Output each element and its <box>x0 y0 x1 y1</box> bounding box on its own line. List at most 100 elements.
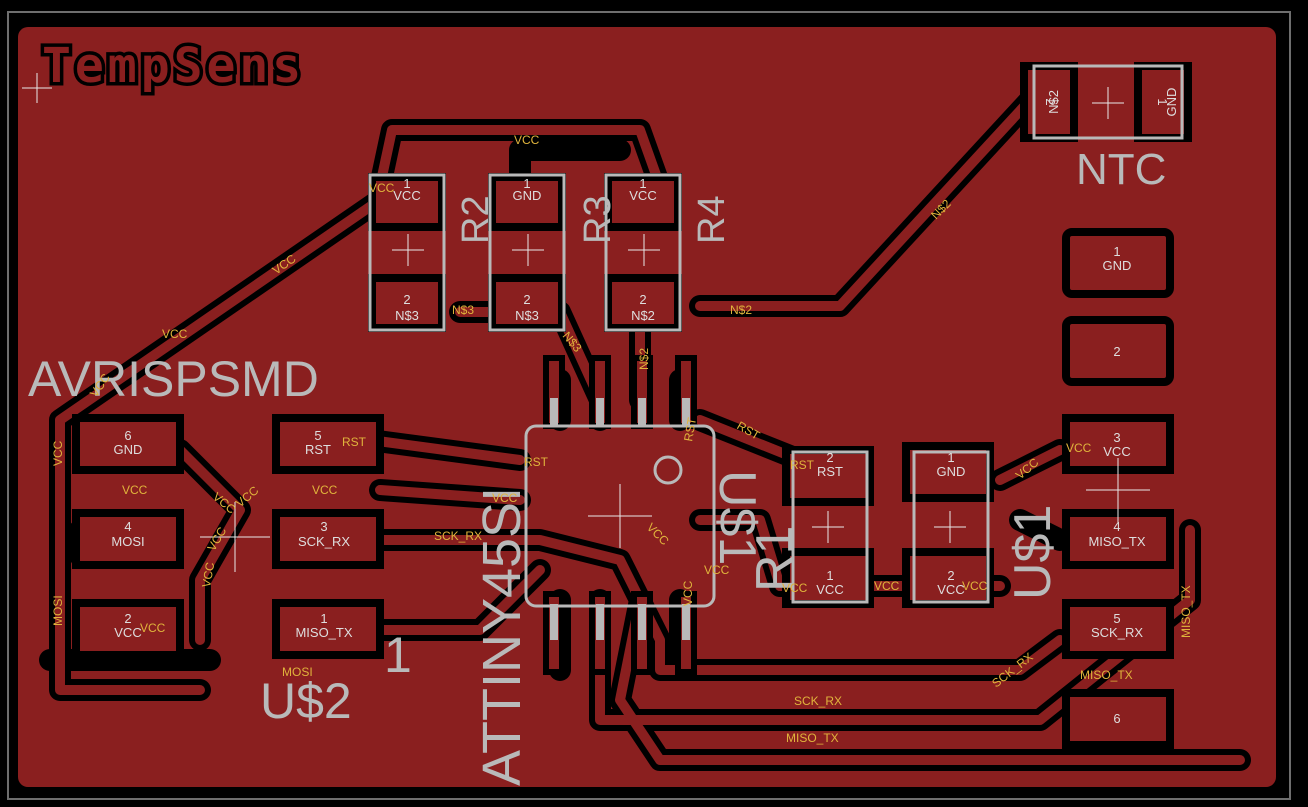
net-rst-b: RST <box>524 455 549 469</box>
net-mosi-b: MOSI <box>282 665 313 679</box>
r3-pad-2-name: N$3 <box>515 308 539 323</box>
net-rst-a: RST <box>342 435 367 449</box>
net-n2-b: N$2 <box>637 348 651 370</box>
net-vcc-r1b: VCC <box>782 581 808 595</box>
isp-pad-4[interactable] <box>72 509 184 569</box>
r1-pad-1[interactable] <box>782 548 874 608</box>
net-vcc-ic2: VCC <box>681 580 695 606</box>
header-pad-5-num: 5 <box>1113 611 1120 626</box>
attiny-label: ATTINY45SI <box>472 487 532 786</box>
header-pad-2-num: 2 <box>1113 344 1120 359</box>
board-title: TempSens <box>42 38 305 94</box>
ntc-pad-2-name: N$2 <box>1046 90 1061 114</box>
board-outline <box>7 11 1291 800</box>
net-vcc-c1: VCC <box>874 579 900 593</box>
r2-pad-2-num: 2 <box>403 292 410 307</box>
header-pad-5[interactable] <box>1062 599 1174 659</box>
isp-pad-6[interactable] <box>72 414 184 474</box>
r2-pad-1[interactable] <box>368 173 446 231</box>
isp-pad-3-name: SCK_RX <box>298 534 350 549</box>
net-miso-c: MISO_TX <box>1179 585 1193 638</box>
net-vcc-left3: VCC <box>51 440 65 466</box>
usb1-label-rotated: U$1 <box>708 470 766 565</box>
r1-outline <box>791 450 869 604</box>
origin-crosshairs <box>22 73 1150 572</box>
isp-pad-1-num: 1 <box>320 611 327 626</box>
isp-pad-6-num: 6 <box>124 428 131 443</box>
c1-pad-1-num: 1 <box>947 450 954 465</box>
attiny-pin-silk <box>550 398 690 640</box>
silkscreen-outlines <box>368 64 1184 608</box>
header-pad-4-num: 4 <box>1113 519 1120 534</box>
r2-outline <box>368 173 446 332</box>
r3-pad-2-num: 2 <box>523 292 530 307</box>
header-pad-2[interactable] <box>1062 316 1174 386</box>
r4-pad-1[interactable] <box>604 173 682 231</box>
net-vcc-r1: VCC <box>704 563 730 577</box>
net-n3-a: N$3 <box>452 303 474 317</box>
r3-pad-2[interactable] <box>488 274 566 332</box>
r4-pad-2-num: 2 <box>639 292 646 307</box>
ntc-pad-2-num: 2 <box>1043 98 1058 105</box>
pad-labels: 1 VCC 2 N$3 1 GND 2 N$3 1 VCC 2 N$2 2 N$… <box>111 88 1179 726</box>
r3-pad-1-name: GND <box>513 188 542 203</box>
r4-pad-2[interactable] <box>604 274 682 332</box>
isp-pad-5[interactable] <box>272 414 384 474</box>
isp-pad-4-num: 4 <box>124 519 131 534</box>
r1-pad-1-name: VCC <box>816 582 843 597</box>
r3-outline <box>488 173 566 332</box>
c1-pad-2[interactable] <box>902 548 994 608</box>
header-pad-1[interactable] <box>1062 228 1174 298</box>
r4-pad-1-num: 1 <box>639 176 646 191</box>
c1-outline <box>912 450 990 604</box>
net-vcc-header3: VCC <box>1066 441 1092 455</box>
r1-label: R1 <box>746 526 804 592</box>
isp-pad-2[interactable] <box>72 599 184 659</box>
r1-pad-1-num: 1 <box>826 568 833 583</box>
r3-pad-1[interactable] <box>488 173 566 231</box>
isp-pad-4-name: MOSI <box>111 534 144 549</box>
header-pad-1-num: 1 <box>1113 244 1120 259</box>
r4-label: R4 <box>691 195 733 244</box>
net-vcc-mid1: VCC <box>122 483 148 497</box>
header-pad-3-num: 3 <box>1113 430 1120 445</box>
isp-pad-3-num: 3 <box>320 519 327 534</box>
c1-pad-1[interactable] <box>902 442 994 502</box>
net-rst-c: RST <box>681 416 699 443</box>
header-pad-1-name: GND <box>1103 258 1132 273</box>
net-miso-a: MISO_TX <box>786 731 839 745</box>
header-pad-4-name: MISO_TX <box>1088 534 1145 549</box>
usb1-label: U$1 <box>1004 505 1062 600</box>
r2-pad-2[interactable] <box>368 274 446 332</box>
isp-pad-1[interactable] <box>272 599 384 659</box>
header-pad-6-num: 6 <box>1113 711 1120 726</box>
r2-pad-2-name: N$3 <box>395 308 419 323</box>
isp-pad-2-name: VCC <box>114 625 141 640</box>
isp-pad-1-name: MISO_TX <box>295 625 352 640</box>
net-vcc-r2: VCC <box>369 181 395 195</box>
r1-pad-2[interactable] <box>782 446 874 506</box>
r3-pad-1-num: 1 <box>523 176 530 191</box>
header-pad-3-name: VCC <box>1103 444 1130 459</box>
net-miso-b: MISO_TX <box>1080 668 1133 682</box>
header-pad-6[interactable] <box>1062 689 1174 749</box>
header-pad-5-name: SCK_RX <box>1091 625 1143 640</box>
net-vcc-c1b: VCC <box>962 579 988 593</box>
avrispsmd-label: AVRISPSMD <box>28 351 319 407</box>
isp-pad-3[interactable] <box>272 509 384 569</box>
usb2-label: U$2 <box>260 673 352 729</box>
isp-pad-6-name: GND <box>114 442 143 457</box>
net-rst-e: RST <box>790 458 815 472</box>
ntc-outline <box>1032 64 1184 140</box>
attiny-outline <box>524 424 716 608</box>
net-n2-a: N$2 <box>730 303 752 317</box>
r4-pad-1-name: VCC <box>629 188 656 203</box>
r2-label: R2 <box>455 195 497 244</box>
r1-pad-2-num: 2 <box>826 450 833 465</box>
net-vcc-top: VCC <box>514 133 540 147</box>
r2-pad-1-name: VCC <box>393 188 420 203</box>
attiny-pin1-dot <box>653 455 683 485</box>
net-vcc-x4: VCC <box>199 561 217 589</box>
c1-pad-1-name: GND <box>937 464 966 479</box>
